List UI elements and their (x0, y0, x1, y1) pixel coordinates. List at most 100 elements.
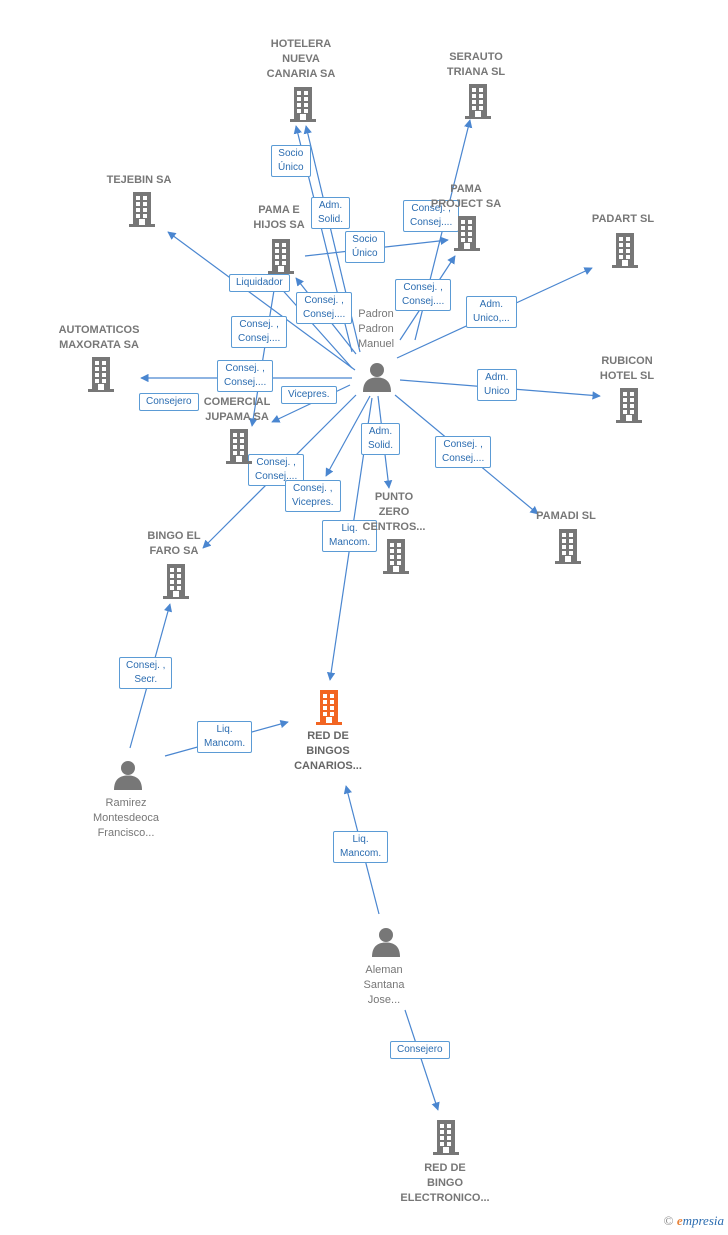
relationship-tag-line: Liquidador (236, 277, 283, 288)
relationship-tag[interactable]: Adm.Unico,... (466, 296, 517, 328)
building-icon[interactable] (381, 538, 411, 574)
node-label-line: RUBICON (601, 355, 653, 367)
relationship-tag-line: Único (278, 162, 304, 173)
node-label-line: Padron (358, 323, 394, 335)
relationship-tag-line: Consej. , (304, 295, 344, 306)
building-icon[interactable] (224, 428, 254, 464)
relationship-tag[interactable]: Adm.Solid. (361, 423, 401, 455)
person-icon[interactable] (113, 760, 143, 790)
node-label-line: BINGOS (306, 745, 350, 757)
relationship-tag-line: Consej. , (403, 282, 443, 293)
node-label-pamadi[interactable]: PAMADI SL (536, 509, 596, 524)
relationship-tag-line: Consejero (397, 1044, 443, 1055)
relationship-tag[interactable]: Consej. , Consej.... (395, 279, 452, 311)
relationship-tag[interactable]: Liq.Mancom. (197, 721, 253, 753)
node-label-padart[interactable]: PADART SL (592, 212, 654, 227)
relationship-tag-line: Consej. , (225, 363, 265, 374)
building-icon[interactable] (610, 232, 640, 268)
building-icon[interactable] (266, 238, 296, 274)
relationship-tag[interactable]: Adm. Solid. (311, 197, 351, 229)
node-label-line: RED DE (307, 730, 349, 742)
edge-padron-to-punto_zero (325, 395, 371, 477)
node-label-line: BINGO EL (147, 530, 201, 542)
relationship-tag-line: Solid. (318, 214, 344, 225)
brand-logo: empresia (676, 1213, 724, 1228)
relationship-tag-line: Secr. (134, 674, 158, 685)
relationship-tag-line: Liq. (352, 834, 369, 845)
relationship-tag-line: Vicepres. (292, 497, 334, 508)
building-icon[interactable] (614, 387, 644, 423)
building-icon[interactable] (452, 215, 482, 251)
node-label-line: JUPAMA SA (205, 411, 269, 423)
relationship-tag[interactable]: Consej. ,Consej.... (217, 360, 274, 392)
building-icon[interactable] (553, 528, 583, 564)
relationship-tag[interactable]: Consej. ,Consej.... (231, 316, 288, 348)
building-icon[interactable] (314, 689, 344, 725)
relationship-tag[interactable]: Consejero (390, 1041, 450, 1059)
relationship-tag[interactable]: Adm.Unico (477, 369, 517, 401)
building-icon[interactable] (431, 1119, 461, 1155)
node-label-comercial[interactable]: COMERCIAL JUPAMA SA (204, 395, 271, 425)
node-label-line: TRIANA SL (446, 66, 506, 78)
relationship-tag[interactable]: Consej. ,Consej.... (403, 200, 460, 232)
person-icon[interactable] (362, 362, 392, 392)
node-label-tejebin[interactable]: TEJEBIN SA (107, 173, 172, 188)
relationship-tag[interactable]: Consej. ,Secr. (119, 657, 173, 689)
node-label-line: PAMA E (258, 204, 300, 216)
node-label-line: BINGO (426, 1177, 464, 1189)
node-label-bingo_faro[interactable]: BINGO EL FARO SA (147, 529, 200, 559)
node-label-line: CANARIOS... (294, 760, 362, 772)
node-label-line: SERAUTO (449, 51, 503, 63)
relationship-tag-line: Unico (484, 386, 510, 397)
relationship-tag-line: Consej.... (402, 296, 445, 307)
building-icon[interactable] (86, 356, 116, 392)
node-label-line: AUTOMATICOS (58, 324, 140, 336)
node-label-line: PADART SL (591, 213, 655, 225)
node-label-line: CENTROS... (362, 521, 426, 533)
edge-pama_hijos-to-comercial (249, 277, 277, 427)
building-icon[interactable] (463, 83, 493, 119)
person-icon[interactable] (371, 927, 401, 957)
relationship-tag-line: Consej.... (255, 471, 298, 482)
relationship-tag-line: Socio (278, 148, 304, 159)
node-label-line: FARO SA (149, 545, 199, 557)
relationship-tag-line: Consej.... (410, 217, 453, 228)
relationship-tag-line: Consej. , (293, 483, 333, 494)
building-icon[interactable] (161, 563, 191, 599)
relationship-tag[interactable]: Liq.Mancom. (333, 831, 389, 863)
relationship-tag[interactable]: Consejero (139, 393, 199, 411)
node-label-line: COMERCIAL (203, 396, 271, 408)
relationship-tag[interactable]: Consej. ,Consej.... (296, 292, 353, 324)
relationship-tag[interactable]: Liquidador (229, 274, 290, 292)
relationship-tag-line: Adm. (318, 200, 343, 211)
building-icon[interactable] (127, 191, 157, 227)
relationship-tag-line: Consej.... (238, 333, 281, 344)
relationship-tag[interactable]: Liq.Mancom. (322, 520, 378, 552)
relationship-tag[interactable]: Consej. , Vicepres. (285, 480, 341, 512)
relationship-tag-line: Consej. , (443, 439, 483, 450)
node-label-red_bingos[interactable]: RED DE BINGOS CANARIOS... (294, 729, 362, 774)
relationship-tag[interactable]: Consej. ,Consej.... (248, 454, 305, 486)
node-label-line: CANARIA SA (266, 68, 336, 80)
node-label-line: Ramirez (105, 797, 147, 809)
node-label-line: Santana (363, 979, 405, 991)
building-icon[interactable] (288, 86, 318, 122)
relationship-tag[interactable]: Consej. , Consej.... (435, 436, 492, 468)
relationship-tag-line: Consej.... (442, 453, 485, 464)
relationship-tag-line: Consejero (146, 396, 192, 407)
relationship-tag[interactable]: Vicepres. (281, 386, 337, 404)
node-label-serauto[interactable]: SERAUTO TRIANA SL (447, 50, 505, 80)
